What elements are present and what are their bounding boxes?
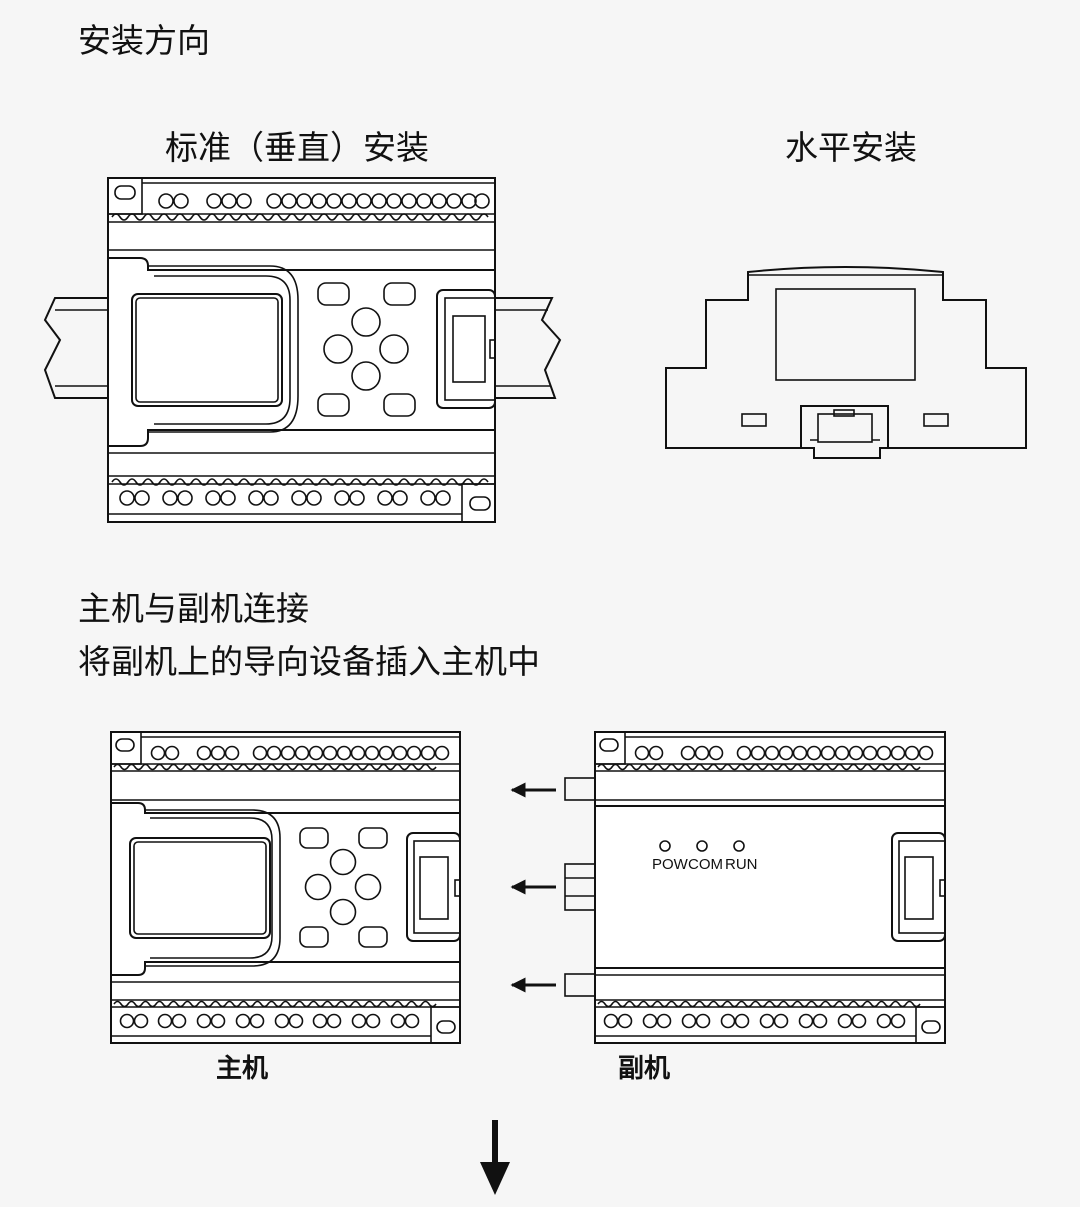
label-host: 主机	[216, 1054, 269, 1084]
led-label-com: COM	[688, 856, 723, 873]
led-label-pow: POW	[652, 856, 689, 873]
guide-connector-middle	[564, 863, 596, 911]
terminal-screws-top	[158, 193, 490, 209]
din-rail	[43, 297, 562, 399]
label-vertical-install: 标准（垂直）安装	[165, 128, 429, 167]
label-horizontal-install: 水平安装	[785, 128, 917, 167]
status-leds: POW COM RUN	[652, 840, 758, 873]
host-terminal-screws-bottom	[119, 1013, 420, 1029]
led-label-run: RUN	[725, 856, 758, 873]
led-com	[696, 840, 708, 852]
terminal-screws-bottom	[119, 490, 451, 506]
label-sub: 副机	[618, 1054, 671, 1084]
sub-terminal-screws-top	[634, 745, 934, 761]
plc-sub-unit: POW COM RUN	[564, 731, 946, 1044]
host-terminal-screws-top	[150, 745, 450, 761]
plc-side-profile-horizontal	[665, 266, 1027, 459]
led-pow	[659, 840, 671, 852]
sub-terminal-screws-bottom	[603, 1013, 906, 1029]
guide-pin-bottom	[564, 973, 596, 997]
section-subtitle-guide: 将副机上的导向设备插入主机中	[78, 642, 540, 681]
section-title-connection: 主机与副机连接	[78, 589, 309, 628]
section-title-install-direction: 安装方向	[78, 21, 210, 60]
plc-host-unit	[110, 731, 461, 1044]
led-run	[733, 840, 745, 852]
plc-host-vertical	[107, 177, 496, 523]
arrow-down	[480, 1120, 510, 1195]
insertion-arrows	[510, 782, 556, 993]
guide-pin-top	[564, 777, 596, 801]
